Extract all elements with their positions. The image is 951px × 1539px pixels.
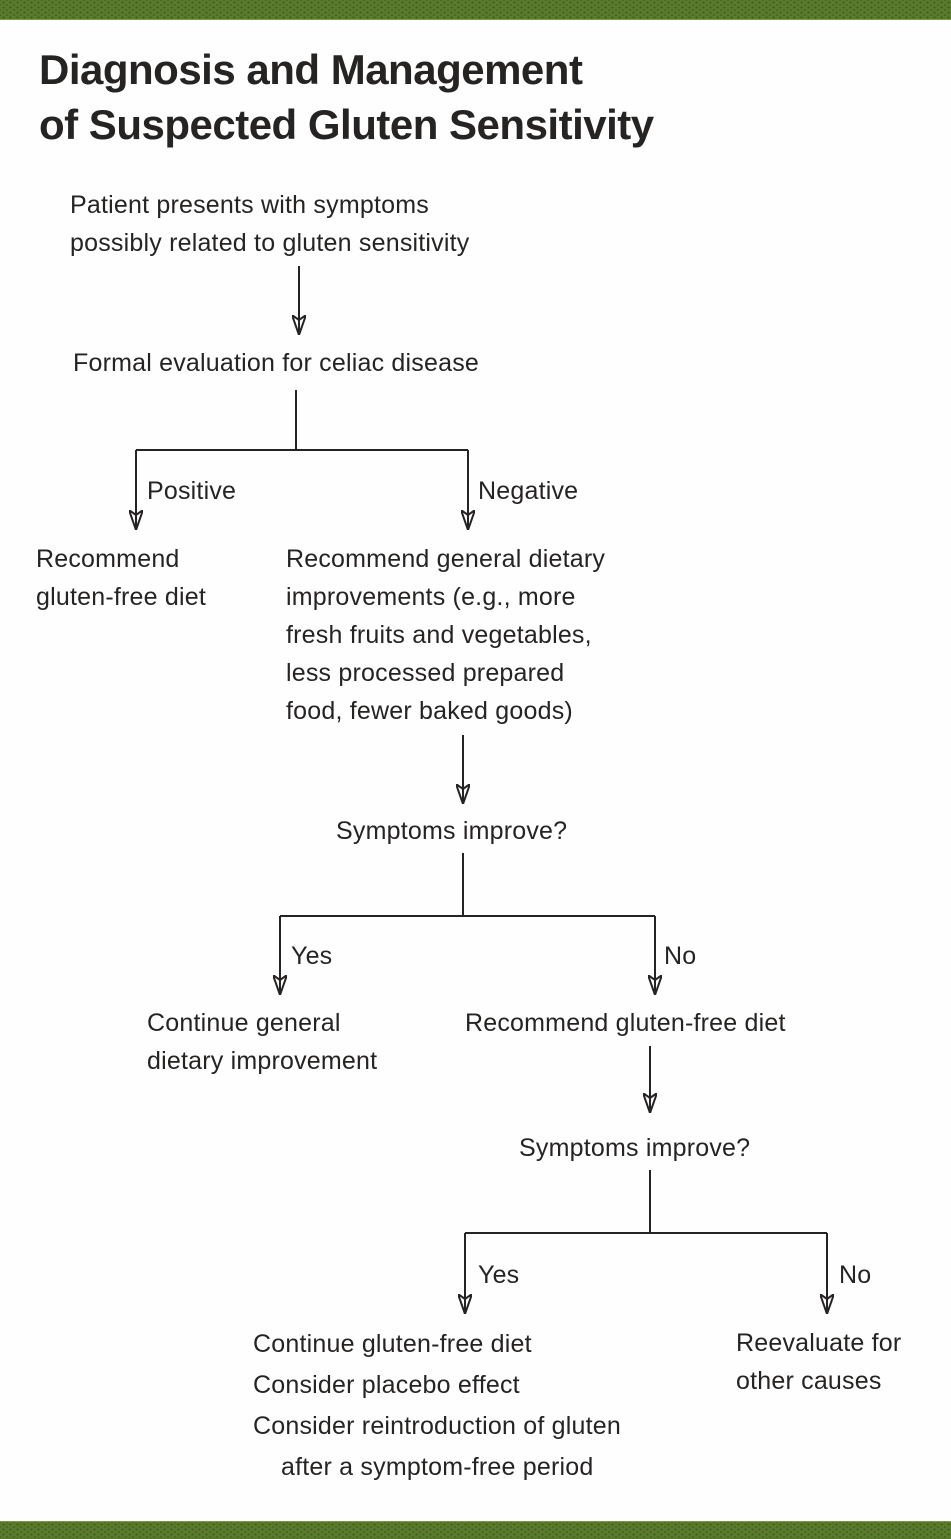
- text-line: Recommend: [36, 545, 180, 573]
- text-line: Symptoms improve?: [519, 1134, 751, 1162]
- text-line: Continue general: [147, 1009, 341, 1037]
- text-line: Positive: [147, 477, 237, 505]
- label-yes-1: Yes: [291, 937, 332, 975]
- figure-title-line-2: of Suspected Gluten Sensitivity: [39, 101, 654, 148]
- text-line: Recommend gluten-free diet: [465, 1009, 786, 1037]
- text-line: Yes: [478, 1261, 520, 1289]
- text-line: Symptoms improve?: [336, 817, 568, 845]
- text-line: dietary improvement: [147, 1047, 378, 1075]
- bottom-accent-bar: [0, 1521, 951, 1539]
- text-line: fresh fruits and vegetables,: [286, 621, 592, 649]
- label-yes-2: Yes: [478, 1256, 519, 1294]
- node-patient-presents: Patient presents with symptoms possibly …: [70, 186, 469, 262]
- text-line: Negative: [478, 477, 579, 505]
- text-line: No: [664, 942, 697, 970]
- text-line: food, fewer baked goods): [286, 697, 573, 725]
- text-line: after a symptom-free period: [281, 1453, 594, 1481]
- top-accent-bar: [0, 0, 951, 20]
- text-line: possibly related to gluten sensitivity: [70, 229, 470, 257]
- node-general-dietary-improvements: Recommend general dietary improvements (…: [286, 540, 605, 730]
- node-symptoms-improve-2: Symptoms improve?: [519, 1129, 750, 1167]
- node-continue-general-dietary: Continue general dietary improvement: [147, 1004, 377, 1080]
- connector-celiac-branch: [136, 390, 468, 451]
- node-recommend-gluten-free-diet: Recommend gluten-free diet: [36, 540, 206, 616]
- node-symptoms-improve-1: Symptoms improve?: [336, 812, 567, 850]
- text-line: gluten-free diet: [36, 583, 206, 611]
- connector-gfd-branch: [465, 1170, 827, 1234]
- figure-title: Diagnosis and Management of Suspected Gl…: [39, 42, 654, 152]
- figure-title-line-1: Diagnosis and Management: [39, 46, 583, 93]
- node-gfd-yes-outcomes: Continue gluten-free diet Consider place…: [253, 1324, 621, 1488]
- text-line: Formal evaluation for celiac disease: [73, 349, 480, 377]
- label-negative: Negative: [478, 472, 578, 510]
- label-no-1: No: [664, 937, 696, 975]
- text-line: Yes: [291, 942, 333, 970]
- text-line: Consider placebo effect: [253, 1371, 520, 1399]
- text-line: Reevaluate for: [736, 1329, 902, 1357]
- node-formal-evaluation: Formal evaluation for celiac disease: [73, 344, 479, 382]
- connector-diet-branch: [280, 853, 655, 917]
- text-line: other causes: [736, 1367, 882, 1395]
- node-recommend-gluten-free-diet-2: Recommend gluten-free diet: [465, 1004, 786, 1042]
- text-line: No: [839, 1261, 872, 1289]
- node-reevaluate-other-causes: Reevaluate for other causes: [736, 1324, 901, 1400]
- label-no-2: No: [839, 1256, 871, 1294]
- text-line: improvements (e.g., more: [286, 583, 576, 611]
- text-line: Continue gluten-free diet: [253, 1330, 532, 1358]
- text-line: Consider reintroduction of gluten: [253, 1412, 621, 1440]
- text-line: less processed prepared: [286, 659, 565, 687]
- text-line: Patient presents with symptoms: [70, 191, 429, 219]
- text-line: Recommend general dietary: [286, 545, 606, 573]
- label-positive: Positive: [147, 472, 236, 510]
